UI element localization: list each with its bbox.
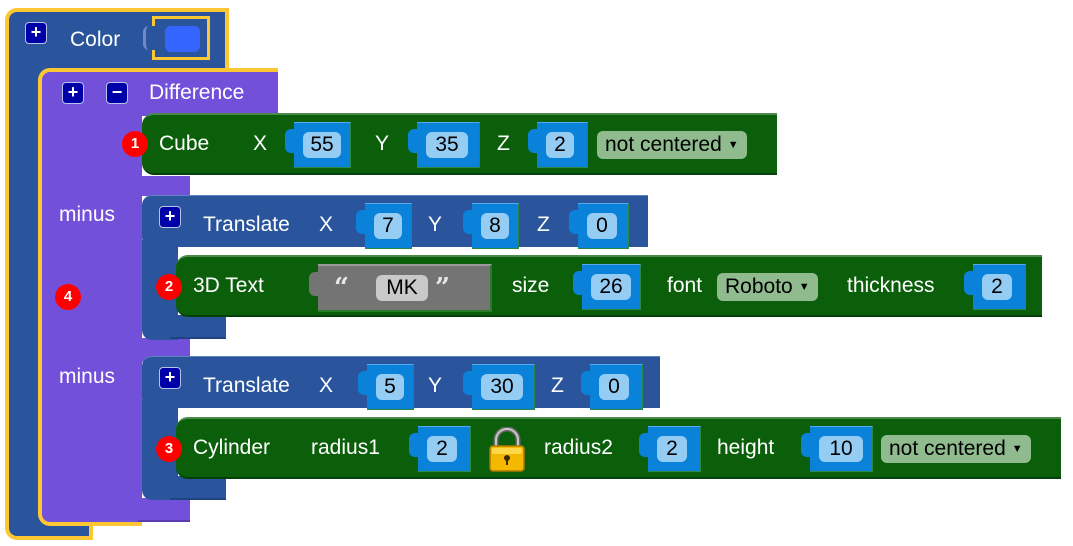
translate-2-x-input[interactable]: 5 [376, 374, 404, 400]
cube-z-socket[interactable]: 2 [528, 122, 588, 168]
cube-x-label: X [253, 132, 268, 155]
translate-1-z-label: Z [537, 213, 550, 236]
socket-nub [408, 129, 417, 153]
color-block-label: Color [70, 28, 121, 51]
translate-2-add-button[interactable]: + [159, 367, 181, 389]
text3d-font-label: font [667, 274, 703, 297]
cube-y-label: Y [375, 132, 390, 155]
translate-1-z-input[interactable]: 0 [587, 213, 617, 239]
socket-nub [356, 210, 365, 234]
open-quote-icon: “ [334, 273, 349, 303]
difference-notch-1 [138, 176, 190, 196]
cylinder-center-dropdown[interactable]: not centered ▼ [881, 435, 1031, 463]
text3d-text-input[interactable]: MK [376, 275, 428, 301]
cylinder-height-label: height [717, 436, 775, 459]
text3d-thickness-input[interactable]: 2 [982, 274, 1012, 300]
cube-y-input[interactable]: 35 [426, 132, 468, 158]
translate-2-z-socket[interactable]: 0 [581, 364, 643, 410]
cylinder-radius1-input[interactable]: 2 [427, 436, 457, 462]
socket-nub [528, 129, 537, 153]
minus-label-2: minus [59, 365, 116, 388]
lock-icon[interactable] [487, 426, 527, 478]
socket-nub [964, 271, 973, 295]
difference-footer [138, 498, 190, 522]
translate-2-y-socket[interactable]: 30 [463, 364, 535, 410]
cube-y-socket[interactable]: 35 [408, 122, 480, 168]
translate-1-z-socket[interactable]: 0 [569, 203, 629, 249]
socket-nub [581, 371, 590, 395]
dropdown-arrow-icon: ▼ [798, 281, 810, 293]
cube-z-label: Z [497, 132, 510, 155]
cylinder-radius1-label: radius1 [311, 436, 380, 459]
text3d-thickness-label: thickness [847, 274, 935, 297]
socket-nub [309, 272, 318, 296]
cube-label: Cube [159, 132, 210, 155]
text3d-label: 3D Text [193, 274, 264, 297]
translate-1-label: Translate [203, 213, 290, 236]
difference-remove-button[interactable]: − [106, 82, 128, 104]
translate-2-z-input[interactable]: 0 [599, 374, 629, 400]
socket-nub [285, 129, 294, 153]
cylinder-height-input[interactable]: 10 [819, 436, 863, 462]
translate-2-x-socket[interactable]: 5 [358, 364, 414, 410]
text3d-size-input[interactable]: 26 [591, 274, 631, 300]
socket-nub [463, 210, 472, 234]
translate-2-label: Translate [203, 374, 290, 397]
cube-center-value: not centered [605, 133, 722, 156]
minus-label-1: minus [59, 203, 116, 226]
block-badge-2: 2 [156, 274, 182, 300]
translate-1-y-input[interactable]: 8 [481, 213, 509, 239]
translate-1-y-label: Y [428, 213, 443, 236]
translate-1-x-label: X [319, 213, 334, 236]
close-quote-icon: ” [435, 273, 450, 303]
socket-nub [573, 271, 582, 295]
socket-nub [801, 433, 810, 457]
translate-1-add-button[interactable]: + [159, 206, 181, 228]
block-badge-4: 4 [55, 284, 81, 310]
difference-label: Difference [149, 81, 245, 104]
text3d-size-socket[interactable]: 26 [573, 264, 641, 310]
cube-x-input[interactable]: 55 [303, 132, 341, 158]
text3d-font-dropdown[interactable]: Roboto ▼ [717, 273, 818, 301]
cylinder-radius1-socket[interactable]: 2 [409, 426, 471, 472]
text3d-size-label: size [512, 274, 550, 297]
text3d-text-socket[interactable]: “ MK ” [309, 264, 492, 312]
dropdown-arrow-icon: ▼ [727, 139, 739, 151]
cylinder-radius2-label: radius2 [544, 436, 613, 459]
translate-2-footer [170, 476, 226, 500]
cylinder-radius2-socket[interactable]: 2 [639, 426, 701, 472]
translate-2-y-label: Y [428, 374, 443, 397]
cylinder-center-value: not centered [889, 437, 1006, 460]
socket-nub [639, 433, 648, 457]
socket-nub [409, 433, 418, 457]
cube-z-input[interactable]: 2 [546, 132, 574, 158]
color-picker-socket[interactable] [143, 16, 210, 60]
translate-1-footer [170, 315, 226, 339]
translate-2-x-label: X [319, 374, 334, 397]
cube-x-socket[interactable]: 55 [285, 122, 351, 168]
translate-2-y-input[interactable]: 30 [481, 374, 523, 400]
dropdown-arrow-icon: ▼ [1011, 443, 1023, 455]
translate-2-z-label: Z [551, 374, 564, 397]
difference-block[interactable] [38, 68, 278, 526]
socket-nub [143, 26, 155, 50]
cylinder-radius2-input[interactable]: 2 [657, 436, 687, 462]
block-badge-3: 3 [156, 436, 182, 462]
socket-nub [358, 371, 367, 395]
color-add-button[interactable]: + [25, 22, 47, 44]
cylinder-height-socket[interactable]: 10 [801, 426, 873, 472]
translate-1-y-socket[interactable]: 8 [463, 203, 519, 249]
color-swatch[interactable] [165, 26, 200, 52]
translate-1-x-socket[interactable]: 7 [356, 203, 412, 249]
text3d-font-value: Roboto [725, 275, 793, 298]
socket-nub [463, 371, 472, 395]
block-badge-1: 1 [122, 131, 148, 157]
cube-center-dropdown[interactable]: not centered ▼ [597, 131, 747, 159]
difference-add-button[interactable]: + [62, 82, 84, 104]
difference-body [38, 112, 142, 526]
text3d-thickness-socket[interactable]: 2 [964, 264, 1026, 310]
socket-nub [569, 210, 578, 234]
cylinder-label: Cylinder [193, 436, 271, 459]
translate-1-x-input[interactable]: 7 [374, 213, 402, 239]
